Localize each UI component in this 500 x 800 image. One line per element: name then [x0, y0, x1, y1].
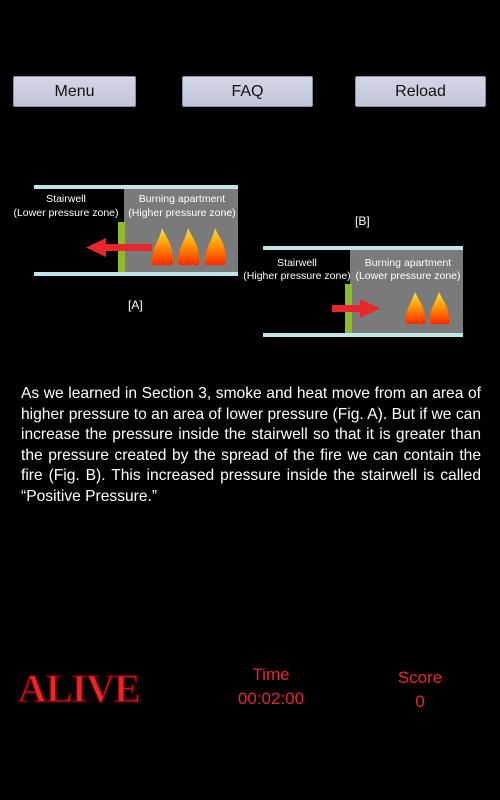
figure-b-caption: [B] — [355, 214, 370, 228]
fire-icon — [405, 292, 450, 324]
score-display: Score 0 — [375, 668, 465, 712]
stairwell-zone-label: (Higher pressure zone) — [243, 270, 350, 282]
stairwell-label: Stairwell — [46, 193, 86, 205]
time-display: Time 00:02:00 — [226, 665, 316, 709]
wall-bottom — [34, 272, 238, 276]
svg-text:ALIVE: ALIVE — [18, 666, 140, 710]
menu-button[interactable]: Menu — [13, 76, 136, 107]
status-bar — [0, 0, 500, 30]
alive-status-logo: ALIVE — [17, 665, 141, 710]
wall-top — [34, 185, 238, 189]
wall-top — [263, 246, 463, 250]
explanation-text: As we learned in Section 3, smoke and he… — [21, 385, 481, 505]
time-value: 00:02:00 — [237, 689, 305, 708]
fire-icon — [151, 228, 227, 265]
apartment-zone-label: (Higher pressure zone) — [128, 207, 235, 219]
score-value: 0 — [415, 692, 425, 711]
faq-button[interactable]: FAQ — [182, 76, 313, 107]
wall-bottom — [263, 333, 463, 337]
flow-arrow-right — [332, 299, 380, 318]
flow-arrow-left — [86, 238, 152, 257]
stairwell-zone-label: (Lower pressure zone) — [13, 207, 118, 219]
figure-b: Stairwell (Higher pressure zone) Burning… — [243, 246, 463, 337]
apartment-zone-label: (Lower pressure zone) — [355, 270, 460, 282]
figure-a-caption: [A] — [128, 298, 143, 312]
score-label: Score — [397, 668, 443, 687]
stairwell-label: Stairwell — [277, 257, 317, 269]
figure-a: Stairwell (Lower pressure zone) Burning … — [13, 185, 238, 276]
time-label: Time — [252, 665, 290, 684]
apartment-label: Burning apartment — [139, 193, 225, 205]
reload-button[interactable]: Reload — [355, 76, 486, 107]
apartment-label: Burning apartment — [365, 257, 451, 269]
